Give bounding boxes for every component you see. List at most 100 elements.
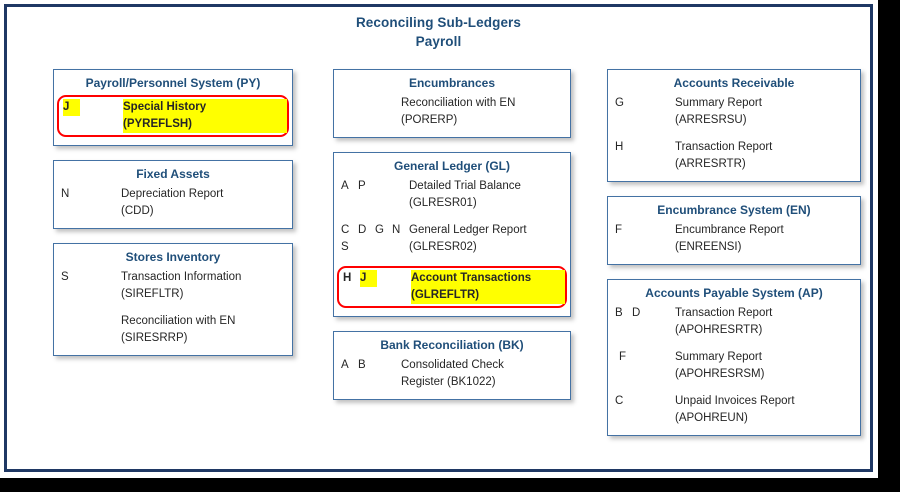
- report-label: Detailed Trial Balance(GLRESR01): [409, 178, 563, 212]
- report-code: S: [341, 241, 349, 253]
- report-label: General Ledger Report (GLRESR02): [409, 222, 563, 256]
- report-row[interactable]: F Encumbrance Report(ENREENSI): [615, 222, 853, 256]
- report-label: Depreciation Report (CDD): [121, 186, 285, 220]
- report-label-code: (SIREFLTR): [121, 288, 184, 300]
- report-label: Unpaid Invoices Report (APOHREUN): [675, 393, 853, 427]
- report-label: Reconciliation with EN(PORERP): [401, 95, 563, 129]
- report-row[interactable]: Reconciliation with EN(SIRESRRP): [61, 313, 285, 347]
- report-code: J: [63, 99, 80, 116]
- report-label-code: (APOHRESRSM): [675, 368, 765, 380]
- report-label-code: (ARRESRSU): [675, 114, 747, 126]
- report-code: D: [632, 307, 641, 319]
- report-label: Summary Report (ARRESRSU): [675, 95, 853, 129]
- report-label: Encumbrance Report(ENREENSI): [675, 222, 853, 256]
- report-code-group: G: [615, 95, 675, 112]
- system-box-title: Accounts Payable System (AP): [645, 286, 823, 300]
- report-label-code: (ARRESRTR): [675, 158, 746, 170]
- report-label-code: (CDD): [121, 205, 154, 217]
- report-row[interactable]: H Transaction Report(ARRESRTR): [615, 139, 853, 173]
- report-code: G: [615, 97, 624, 109]
- report-label-name: General Ledger Report: [409, 224, 527, 236]
- report-row[interactable]: G Summary Report (ARRESRSU): [615, 95, 853, 129]
- report-code: H: [343, 272, 352, 284]
- report-row-list: J Special History (PYREFLSH): [57, 95, 289, 137]
- system-box-title: Stores Inventory: [125, 250, 221, 264]
- report-code: C: [341, 224, 350, 236]
- system-box-title: Accounts Receivable: [673, 76, 795, 90]
- report-row-list: G Summary Report (ARRESRSU) H Transaction Re…: [615, 95, 853, 173]
- diagram-frame: Reconciling Sub-Ledgers Payroll Payroll/…: [4, 4, 873, 472]
- title-line-2: Payroll: [415, 34, 462, 49]
- report-code: S: [61, 271, 69, 283]
- report-label: Account Transactions(GLREFLTR): [411, 270, 565, 304]
- report-label-name: Depreciation Report: [121, 188, 224, 200]
- report-label-name: Reconciliation with EN: [121, 315, 236, 327]
- report-row[interactable]: Reconciliation with EN(PORERP): [341, 95, 563, 129]
- report-code-group: H: [615, 139, 675, 156]
- report-code: A: [341, 180, 349, 192]
- diagram-title: Reconciling Sub-Ledgers Payroll: [7, 13, 870, 51]
- diagram-canvas: Reconciling Sub-Ledgers Payroll Payroll/…: [0, 0, 878, 478]
- report-code: F: [619, 351, 627, 363]
- report-code-group: F: [615, 349, 675, 366]
- report-code: H: [615, 141, 624, 153]
- report-label-code: (GLRESR02): [409, 241, 477, 253]
- report-label-code: (PYREFLSH): [123, 118, 192, 130]
- report-code: C: [615, 395, 624, 407]
- system-box-title: Bank Reconciliation (BK): [380, 338, 524, 352]
- report-code-group: J: [63, 99, 123, 116]
- report-code: B: [615, 307, 623, 319]
- report-label-name: Special History: [123, 101, 207, 113]
- report-code: G: [375, 224, 384, 236]
- report-row-list: F Encumbrance Report(ENREENSI): [615, 222, 853, 256]
- report-label-code: (GLRESR01): [409, 197, 477, 209]
- report-code: A: [341, 359, 349, 371]
- report-label: Transaction Report (APOHRESRTR): [675, 305, 853, 339]
- system-box-title: Encumbrances: [408, 76, 496, 90]
- report-row-list: S Transaction Information(SIREFLTR) Reconc…: [61, 269, 285, 347]
- report-label-name: Summary Report: [675, 97, 762, 109]
- report-label-name: Unpaid Invoices Report: [675, 395, 795, 407]
- report-code: B: [358, 359, 366, 371]
- report-label-code: (APOHRESRTR): [675, 324, 763, 336]
- report-code: P: [358, 180, 366, 192]
- report-code-group: S: [61, 269, 121, 286]
- report-label: Special History (PYREFLSH): [123, 99, 287, 133]
- report-label: Transaction Report(ARRESRTR): [675, 139, 853, 173]
- report-label-name: Transaction Report: [675, 307, 773, 319]
- system-box-title: Fixed Assets: [136, 167, 210, 181]
- report-code: F: [615, 224, 623, 236]
- report-label-name: Consolidated Check: [401, 359, 504, 371]
- report-label-code: (APOHREUN): [675, 412, 748, 424]
- report-row[interactable]: S Transaction Information(SIREFLTR): [61, 269, 285, 303]
- report-row-highlighted[interactable]: J Special History (PYREFLSH): [57, 95, 289, 137]
- report-row[interactable]: C Unpaid Invoices Report (APOHREUN): [615, 393, 853, 427]
- report-label-name: Reconciliation with EN: [401, 97, 516, 109]
- report-label: Transaction Information(SIREFLTR): [121, 269, 285, 303]
